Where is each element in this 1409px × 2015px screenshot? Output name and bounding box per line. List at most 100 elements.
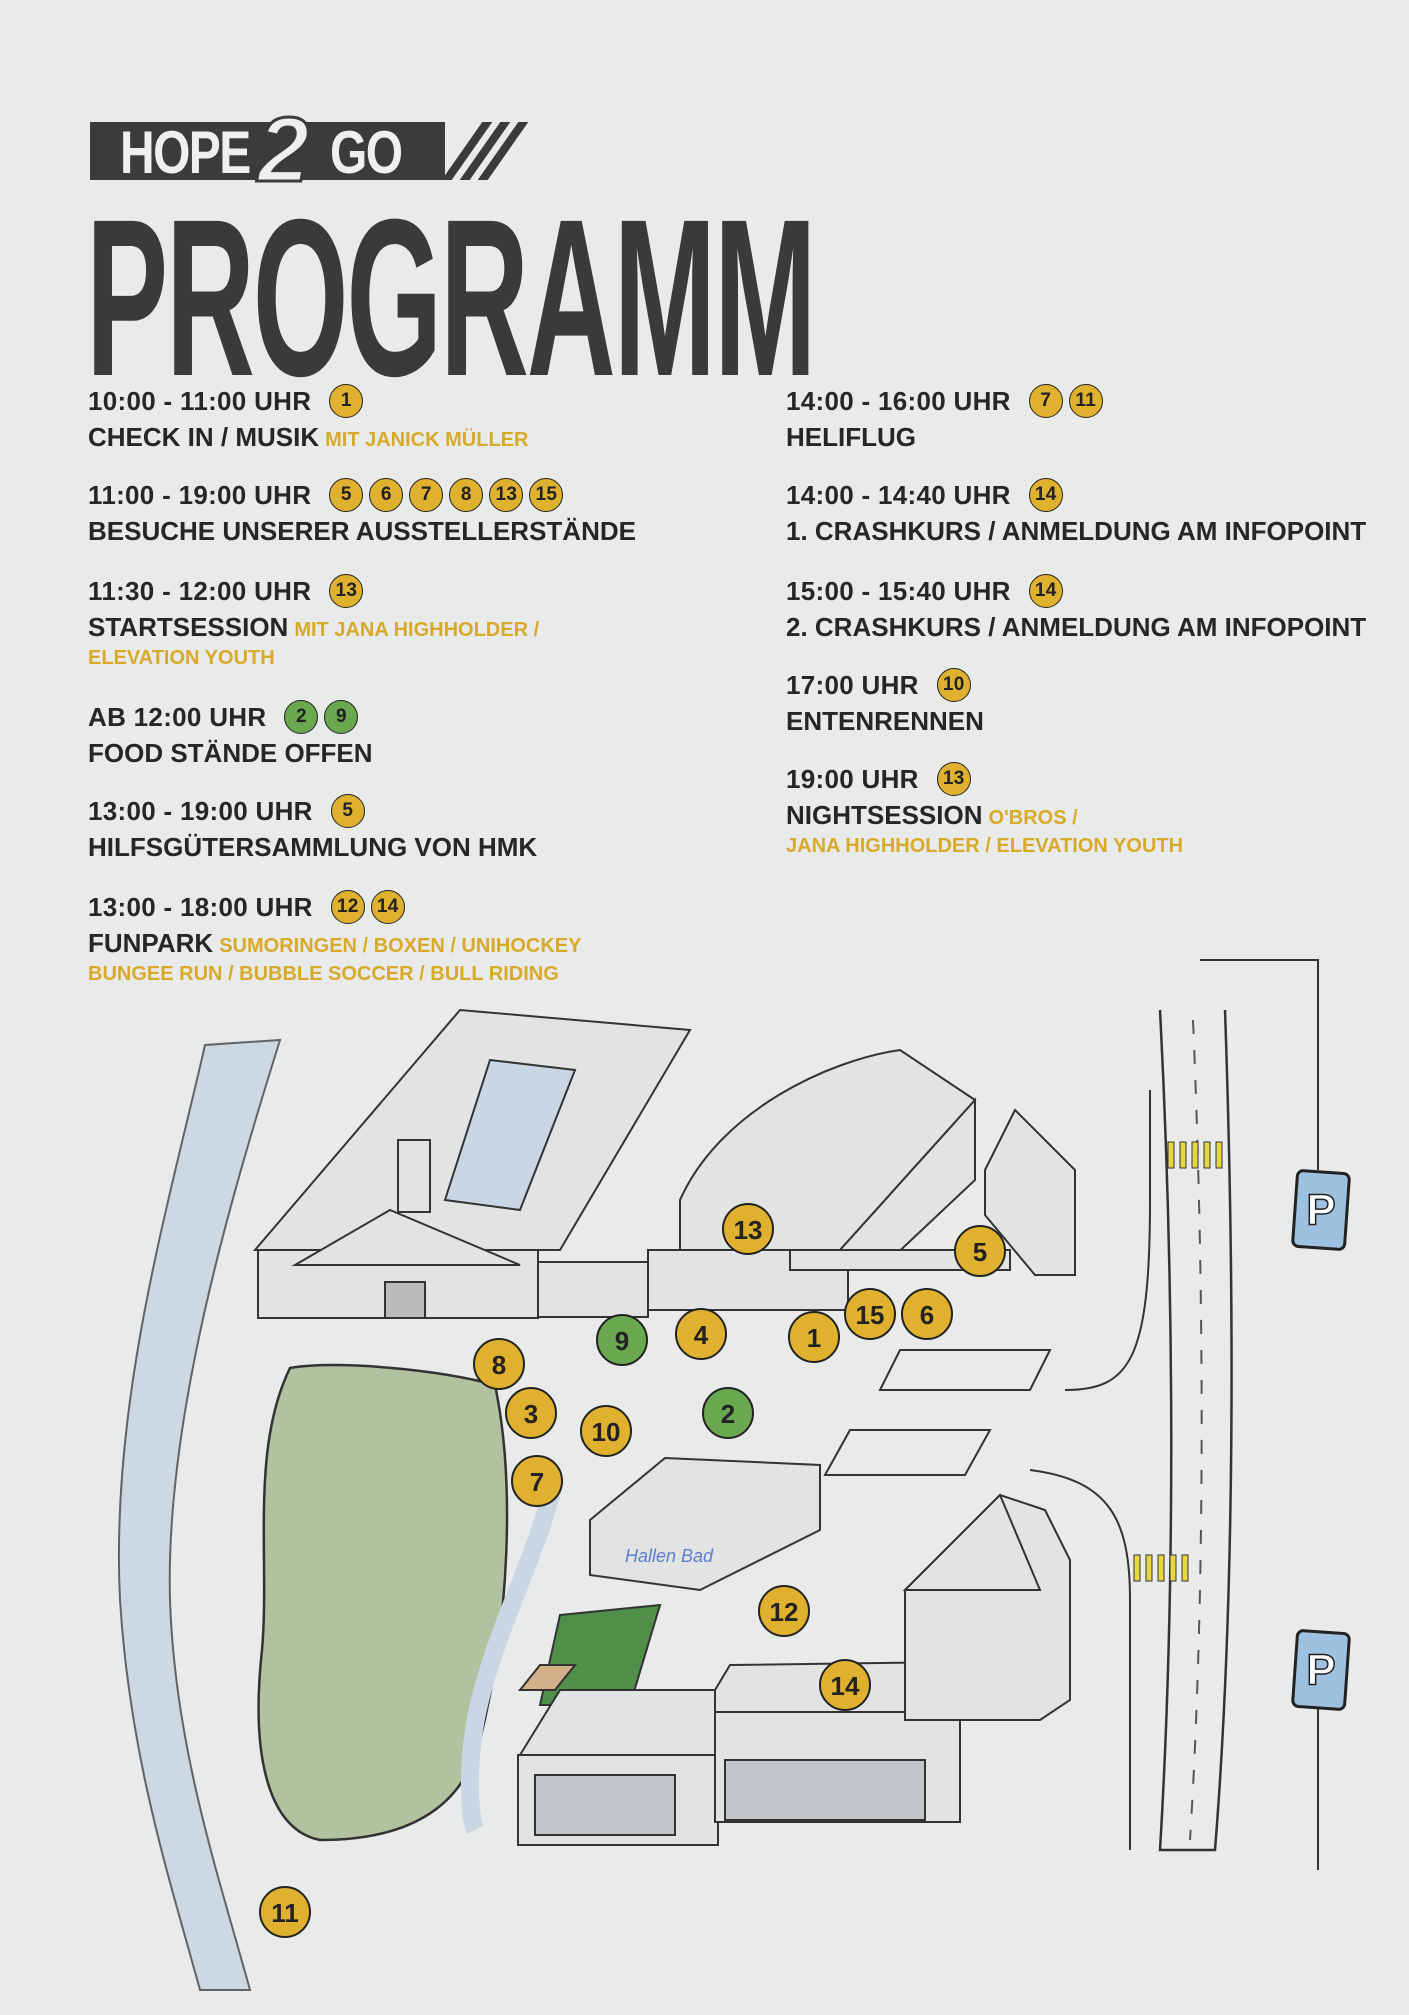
river <box>117 1038 282 1991</box>
entry-title: CHECK IN / MUSIK <box>88 422 320 452</box>
road <box>1158 1009 1233 1852</box>
map-marker-9: 9 <box>596 1314 648 1366</box>
location-badge: 8 <box>449 478 484 512</box>
entry-title: BESUCHE UNSERER AUSSTELLERSTÄNDE <box>88 516 636 546</box>
entry-time: 14:00 - 16:00 UHR <box>786 385 1011 416</box>
hope2go-logo: HOPE 2 GO <box>90 98 529 203</box>
location-badge: 5 <box>330 794 365 828</box>
location-badge: 11 <box>1068 384 1103 418</box>
location-badge: 12 <box>330 890 365 924</box>
building-13 <box>647 1048 1076 1311</box>
map-marker-3: 3 <box>505 1387 557 1439</box>
svg-text:3: 3 <box>524 1399 538 1429</box>
entry-time: 10:00 - 11:00 UHR <box>88 385 312 416</box>
svg-text:1: 1 <box>807 1323 821 1353</box>
map-marker-12: 12 <box>758 1585 810 1637</box>
location-badge: 13 <box>489 478 524 512</box>
entry-subtitle-2: BUNGEE RUN / BUBBLE SOCCER / BULL RIDING <box>88 963 559 985</box>
entry-title: FUNPARK <box>88 928 214 958</box>
entry-time: 14:00 - 14:40 UHR <box>786 479 1011 510</box>
entry-title: FOOD STÄNDE OFFEN <box>88 738 373 768</box>
svg-text:5: 5 <box>973 1237 987 1267</box>
entry-time: AB 12:00 UHR <box>88 701 267 732</box>
parking-sign: P <box>1291 1169 1351 1251</box>
svg-text:8: 8 <box>492 1350 506 1380</box>
entry-time: 11:00 - 19:00 UHR <box>88 479 312 510</box>
svg-text:7: 7 <box>530 1467 544 1497</box>
hallenbad-label: Hallen Bad <box>625 1546 714 1566</box>
map-marker-14: 14 <box>819 1659 871 1711</box>
entry-time: 13:00 - 18:00 UHR <box>88 891 313 922</box>
svg-text:11: 11 <box>271 1898 299 1928</box>
entry-time: 19:00 UHR <box>786 763 919 794</box>
location-badge: 10 <box>936 668 971 702</box>
location-badge: 15 <box>529 478 564 512</box>
map-marker-4: 4 <box>675 1308 727 1360</box>
page-title: PROGRAMM <box>86 173 817 423</box>
entry-title: ENTENRENNEN <box>786 706 984 736</box>
map-marker-6: 6 <box>901 1288 953 1340</box>
location-badge: 2 <box>284 700 319 734</box>
location-badge: 5 <box>329 478 364 512</box>
location-badge: 14 <box>1028 574 1063 608</box>
entry-subtitle-2: ELEVATION YOUTH <box>88 647 275 669</box>
building-main <box>252 1008 692 1319</box>
location-badge: 13 <box>936 762 971 796</box>
entry-time: 17:00 UHR <box>786 669 919 700</box>
location-badge: 1 <box>329 384 364 418</box>
svg-text:9: 9 <box>615 1326 629 1356</box>
entry-title: 2. CRASHKURS / ANMELDUNG AM INFOPOINT <box>786 612 1367 642</box>
svg-text:6: 6 <box>920 1300 934 1330</box>
building-house <box>902 1493 1071 1721</box>
location-badge: 6 <box>369 478 404 512</box>
entry-title: STARTSESSION <box>88 612 289 642</box>
svg-text:2: 2 <box>721 1399 735 1429</box>
svg-text:10: 10 <box>592 1417 621 1447</box>
svg-text:12: 12 <box>770 1597 799 1627</box>
map-marker-15: 15 <box>844 1288 896 1340</box>
map-marker-11: 11 <box>259 1886 311 1938</box>
building-hallenbad: Hallen Bad <box>589 1456 821 1592</box>
svg-text:14: 14 <box>831 1671 860 1701</box>
entry-subtitle: O'BROS / <box>988 807 1078 829</box>
parking-sign: P <box>1291 1629 1351 1711</box>
entry-subtitle: MIT JANA HIGHHOLDER / <box>294 619 540 641</box>
logo-two: 2 <box>256 98 310 203</box>
building-14 <box>517 1660 961 1846</box>
svg-text:P: P <box>1306 1186 1335 1235</box>
map-marker-2: 2 <box>702 1387 754 1439</box>
location-badge: 9 <box>324 700 359 734</box>
location-badge: 13 <box>329 574 364 608</box>
svg-text:P: P <box>1306 1646 1335 1695</box>
location-badge: 7 <box>409 478 444 512</box>
entry-title: 1. CRASHKURS / ANMELDUNG AM INFOPOINT <box>786 516 1367 546</box>
entry-subtitle: SUMORINGEN / BOXEN / UNIHOCKEY <box>219 935 582 957</box>
map-marker-13: 13 <box>722 1203 774 1255</box>
map-marker-5: 5 <box>954 1225 1006 1277</box>
entry-subtitle-2: JANA HIGHHOLDER / ELEVATION YOUTH <box>786 835 1184 857</box>
entry-subtitle: MIT JANICK MÜLLER <box>325 429 529 451</box>
entry-title: NIGHTSESSION <box>786 800 983 830</box>
map-marker-7: 7 <box>511 1455 563 1507</box>
location-badge: 7 <box>1028 384 1063 418</box>
crosswalk <box>1133 1141 1223 1582</box>
logo-go: GO <box>330 119 403 186</box>
location-badge: 14 <box>370 890 405 924</box>
map-marker-1: 1 <box>788 1311 840 1363</box>
entry-time: 13:00 - 19:00 UHR <box>88 795 313 826</box>
svg-text:4: 4 <box>694 1320 709 1350</box>
entry-title: HELIFLUG <box>786 422 916 452</box>
map-marker-10: 10 <box>580 1405 632 1457</box>
entry-time: 11:30 - 12:00 UHR <box>88 575 312 606</box>
